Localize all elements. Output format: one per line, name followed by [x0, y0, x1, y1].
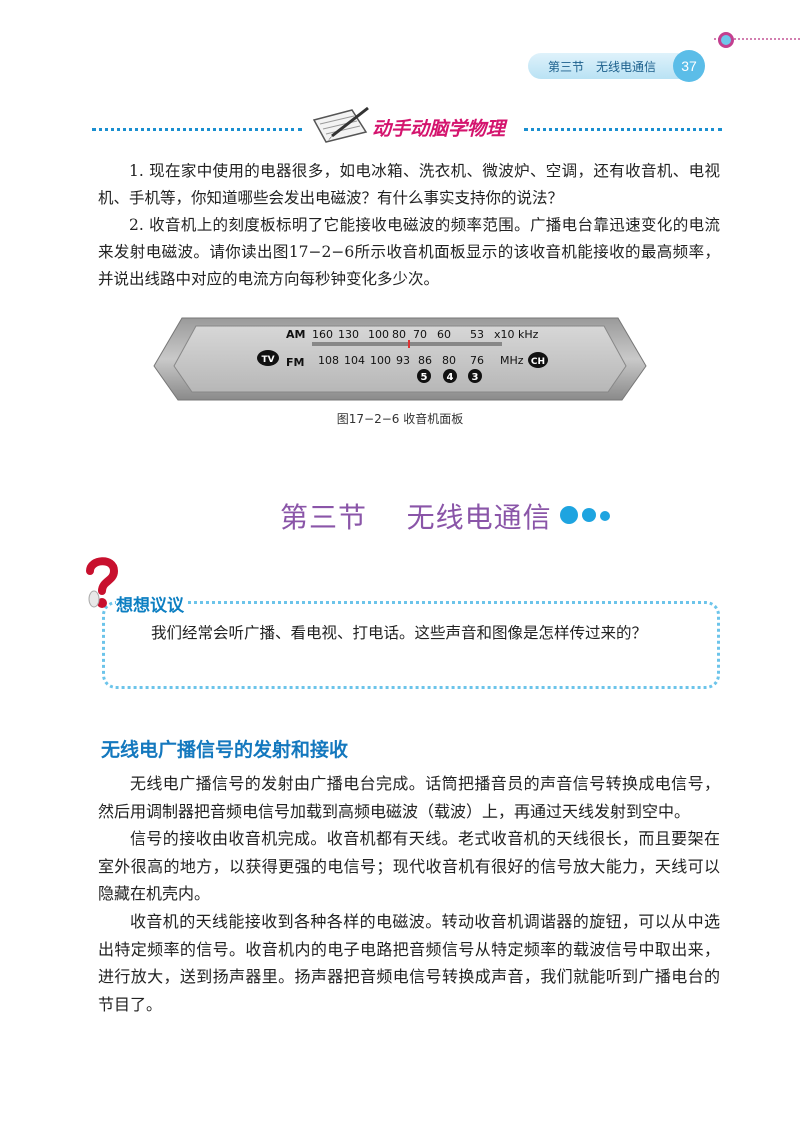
- channel-4-icon: [443, 369, 457, 383]
- think-discuss-box: [102, 601, 720, 689]
- activity-question-2: 2. 收音机上的刻度板标明了它能接收电磁波的频率范围。广播电台靠迅速变化的电流来…: [98, 216, 720, 288]
- think-discuss-title: 想想议议: [116, 591, 188, 616]
- title-dot-icon: [582, 508, 596, 522]
- tv-badge-text: TV: [261, 355, 274, 365]
- ch-badge-text: CH: [531, 357, 545, 367]
- am-tick-60: 60: [437, 328, 451, 341]
- notebook-pen-icon: [308, 106, 372, 148]
- fm-tick-80: 80: [442, 354, 456, 367]
- subsection-title: 无线电广播信号的发射和接收: [101, 739, 349, 761]
- channel-4-number: 4: [447, 372, 454, 383]
- fm-tick-93: 93: [396, 354, 410, 367]
- main-paragraph-3: 收音机的天线能接收到各种各样的电磁波。转动收音机调谐器的旋钮，可以从中选出特定频…: [98, 911, 720, 1014]
- running-header: 第三节 无线电通信: [528, 53, 684, 79]
- activity-question-1: 1. 现在家中使用的电器很多，如电冰箱、洗衣机、微波炉、空调，还有收音机、电视机…: [98, 162, 720, 207]
- title-dot-icon: [560, 506, 578, 524]
- am-tick-160: 160: [312, 328, 333, 341]
- am-tick-70: 70: [413, 328, 427, 341]
- think-discuss-text: 我们经常会听广播、看电视、打电话。这些声音和图像是怎样传过来的？: [151, 624, 648, 642]
- fm-tick-76: 76: [470, 354, 484, 367]
- fm-unit: MHz: [500, 354, 524, 367]
- activity-title: 动手动脑学物理: [372, 118, 506, 140]
- fm-tick-108: 108: [318, 354, 339, 367]
- ch-badge-icon: [528, 352, 548, 368]
- activity-questions: 1. 现在家中使用的电器很多，如电冰箱、洗衣机、微波炉、空调，还有收音机、电视机…: [98, 158, 720, 293]
- fm-tick-100: 100: [370, 354, 391, 367]
- am-tick-80: 80: [392, 328, 406, 341]
- channel-3-icon: [468, 369, 482, 383]
- am-tick-53: 53: [470, 328, 484, 341]
- page-number: 37: [673, 50, 705, 82]
- activity-dotted-rule-right: [524, 128, 722, 131]
- fm-tick-86: 86: [418, 354, 432, 367]
- am-band-label: AM: [286, 328, 305, 341]
- header-ring-icon: [718, 32, 734, 48]
- radio-panel-figure: AM 160 130 100 80 70 60 53 x10 kHz TV FM…: [152, 316, 648, 406]
- am-unit: x10 kHz: [494, 328, 539, 341]
- main-paragraph-1: 无线电广播信号的发射由广播电台完成。话筒把播音员的声音信号转换成电信号，然后用调…: [98, 774, 720, 821]
- header-section-name: 无线电通信: [596, 59, 657, 74]
- header-section-label: 第三节: [548, 59, 585, 74]
- header-dotted-line: [714, 38, 800, 40]
- main-paragraph-2: 信号的接收由收音机完成。收音机都有天线。老式收音机的天线很长，而且要架在室外很高…: [98, 829, 720, 904]
- am-tick-130: 130: [338, 328, 359, 341]
- channel-5-icon: [417, 369, 431, 383]
- section-title: 第三节 无线电通信: [280, 501, 552, 534]
- fm-band-label: FM: [286, 356, 304, 369]
- fm-tick-104: 104: [344, 354, 365, 367]
- think-discuss-body: 我们经常会听广播、看电视、打电话。这些声音和图像是怎样传过来的？: [120, 620, 710, 647]
- tv-badge-icon: [257, 350, 279, 366]
- am-tick-100: 100: [368, 328, 389, 341]
- channel-3-number: 3: [472, 372, 479, 383]
- main-text: 无线电广播信号的发射由广播电台完成。话筒把播音员的声音信号转换成电信号，然后用调…: [98, 770, 720, 1018]
- activity-dotted-rule-left: [92, 128, 302, 131]
- question-mark-icon: [82, 555, 122, 615]
- title-dot-icon: [600, 511, 610, 521]
- channel-5-number: 5: [421, 372, 428, 383]
- figure-caption: 图17−2−6 收音机面板: [336, 412, 464, 426]
